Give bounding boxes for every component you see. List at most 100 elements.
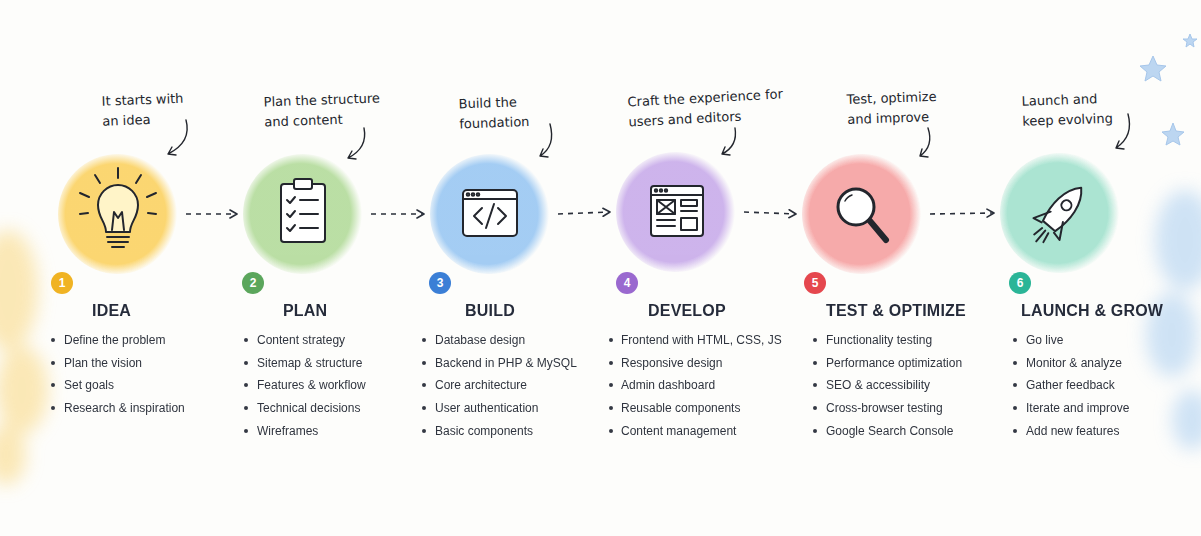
- bullet-item: Go live: [1026, 332, 1063, 348]
- bullet-item: Technical decisions: [257, 400, 360, 416]
- image-cross: [657, 200, 675, 214]
- bullet-item: User authentication: [435, 400, 538, 416]
- bullet-dot: [244, 383, 248, 387]
- bullet-dot: [1013, 361, 1017, 365]
- code-window-icon: [463, 190, 517, 236]
- image-placeholder: [657, 200, 675, 214]
- dashed-arrow: [186, 213, 237, 215]
- stage-title: IDEA: [92, 301, 131, 321]
- callout-number: 4: [616, 272, 638, 294]
- layout-block: [681, 218, 697, 230]
- handwritten-caption: It starts with an idea: [101, 88, 198, 131]
- bullet-dot: [244, 429, 248, 433]
- watercolor-blob: [0, 230, 38, 350]
- callout-number: 2: [242, 272, 264, 294]
- bullet-dot: [244, 361, 248, 365]
- watercolor-splash-left: [0, 230, 48, 485]
- bullet-dot: [609, 361, 613, 365]
- bulb-filament: [112, 212, 124, 230]
- bullet-item: Admin dashboard: [621, 377, 715, 393]
- bullet-item: Add new features: [1026, 423, 1119, 439]
- step-number-badge: 1: [51, 272, 73, 294]
- bulb-base: [107, 237, 129, 247]
- watercolor-blob: [1172, 390, 1201, 450]
- bullet-item: Responsive design: [621, 355, 722, 371]
- decorative-stars: [1140, 34, 1197, 145]
- dashed-arrow: [930, 213, 994, 214]
- bullet-dot: [51, 406, 55, 410]
- window-dot: [665, 189, 667, 191]
- bullet-dot: [422, 338, 426, 342]
- curved-pointer: [722, 128, 735, 155]
- stage-circle: PLANContent strategySitemap & structureF…: [243, 154, 363, 274]
- rocket-icon: [1023, 177, 1094, 252]
- stage-title: TEST & OPTIMIZE: [826, 301, 966, 321]
- bullet-item: Core architecture: [435, 377, 527, 393]
- bulb-glass: [98, 185, 138, 232]
- handwritten-caption: Test, optimize and improve: [846, 86, 961, 130]
- stage-circle: DEVELOPFrontend with HTML, CSS, JSRespon…: [616, 152, 736, 272]
- checklist-lines: [300, 200, 318, 228]
- rocket-window: [1059, 198, 1073, 212]
- window-dot: [467, 193, 470, 196]
- step-number-badge: 6: [1009, 272, 1031, 294]
- bullet-dot: [244, 338, 248, 342]
- handwritten-caption: Craft the experience for users and edito…: [627, 84, 799, 133]
- rocket-body: [1041, 181, 1090, 233]
- layout-block: [681, 200, 697, 206]
- bullet-dot: [51, 383, 55, 387]
- callout-number: 1: [51, 272, 73, 294]
- window-bar: [463, 198, 517, 200]
- magnifier-glint: [845, 195, 852, 201]
- dashed-arrow: [558, 212, 610, 214]
- bullet-item: Features & workflow: [257, 377, 366, 393]
- dashed-arrow: [744, 212, 796, 214]
- rocket-fins: [1033, 206, 1069, 240]
- bullet-item: Functionality testing: [826, 332, 932, 348]
- bullet-dot: [813, 361, 817, 365]
- callout-number: 3: [429, 272, 451, 294]
- bullet-dot: [422, 429, 426, 433]
- clipboard-clip: [294, 179, 312, 189]
- bullet-item: Content strategy: [257, 332, 345, 348]
- bullet-item: Database design: [435, 332, 525, 348]
- bullet-item: Wireframes: [257, 423, 318, 439]
- bullet-item: Sitemap & structure: [257, 355, 362, 371]
- window-frame: [463, 190, 517, 236]
- bullet-item: Frontend with HTML, CSS, JS: [621, 332, 782, 348]
- handwritten-caption: Build the foundation: [458, 92, 541, 135]
- callout-number: 6: [1009, 272, 1031, 294]
- bullet-item: SEO & accessibility: [826, 377, 930, 393]
- callout-number: 5: [804, 272, 826, 294]
- magnifier-lens: [838, 189, 874, 225]
- bullet-dot: [609, 406, 613, 410]
- bullet-dot: [422, 383, 426, 387]
- magnifier-icon: [838, 189, 886, 240]
- bullet-item: Reusable components: [621, 400, 740, 416]
- bullet-dot: [1013, 383, 1017, 387]
- bullet-dot: [1013, 406, 1017, 410]
- clipboard-board: [281, 184, 325, 242]
- bullet-dot: [51, 338, 55, 342]
- step-number-badge: 3: [429, 272, 451, 294]
- layout-lines: [657, 211, 697, 226]
- star: [1140, 56, 1166, 81]
- check-marks: [287, 197, 295, 231]
- watercolor-blob: [0, 346, 48, 434]
- star: [1183, 34, 1197, 47]
- step-number-badge: 5: [804, 272, 826, 294]
- bullet-dot: [609, 429, 613, 433]
- bullet-item: Iterate and improve: [1026, 400, 1129, 416]
- bullet-item: Backend in PHP & MySQL: [435, 355, 577, 371]
- bullet-item: Gather feedback: [1026, 377, 1115, 393]
- star: [1162, 123, 1184, 145]
- layout-window-icon: [651, 186, 703, 236]
- bullet-dot: [813, 406, 817, 410]
- bullet-dot: [422, 361, 426, 365]
- window-dot: [660, 189, 662, 191]
- rocket-flame: [1032, 227, 1050, 245]
- stage-circle: LAUNCH & GROWGo liveMonitor & analyzeGat…: [1000, 153, 1120, 273]
